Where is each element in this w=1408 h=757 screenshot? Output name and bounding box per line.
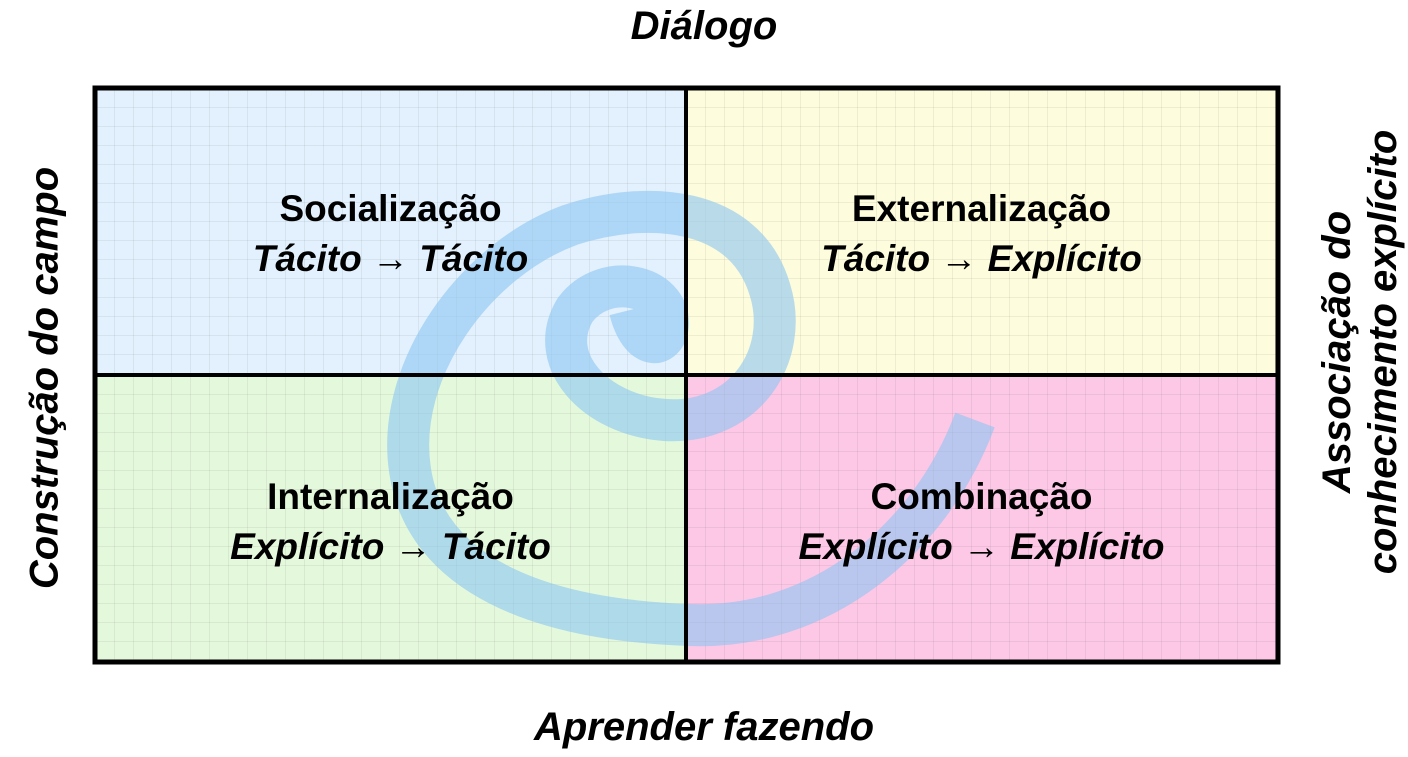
quadrant-title: Combinação xyxy=(870,476,1093,517)
quadrant-title: Externalização xyxy=(851,188,1112,229)
quadrant-formula: Explícito → Explícito xyxy=(798,526,1165,567)
quadrant-title: Socialização xyxy=(279,188,502,229)
axis-label-bottom: Aprender fazendo xyxy=(533,705,875,749)
quadrant-externalizacao-text: Externalização Tácito → Explícito xyxy=(686,184,1277,284)
quadrant-socializacao-text: Socialização Tácito → Tácito xyxy=(95,184,686,284)
axis-label-right-line2: conhecimento explícito xyxy=(1361,129,1405,575)
axis-label-right: Associação do conhecimento explícito xyxy=(1314,130,1406,575)
axis-label-top: Diálogo xyxy=(630,4,778,48)
quadrant-internalizacao-text: Internalização Explícito → Tácito xyxy=(95,472,686,572)
quadrant-formula: Explícito → Tácito xyxy=(230,526,551,567)
axis-label-right-line1: Associação do xyxy=(1315,210,1359,494)
quadrant-formula: Tácito → Tácito xyxy=(252,238,529,279)
quadrant-combinacao-text: Combinação Explícito → Explícito xyxy=(686,472,1277,572)
quadrant-title: Internalização xyxy=(267,476,514,517)
quadrant-formula: Tácito → Explícito xyxy=(821,238,1142,279)
axis-label-left: Construção do campo xyxy=(22,166,67,590)
spiral-path xyxy=(387,190,995,647)
